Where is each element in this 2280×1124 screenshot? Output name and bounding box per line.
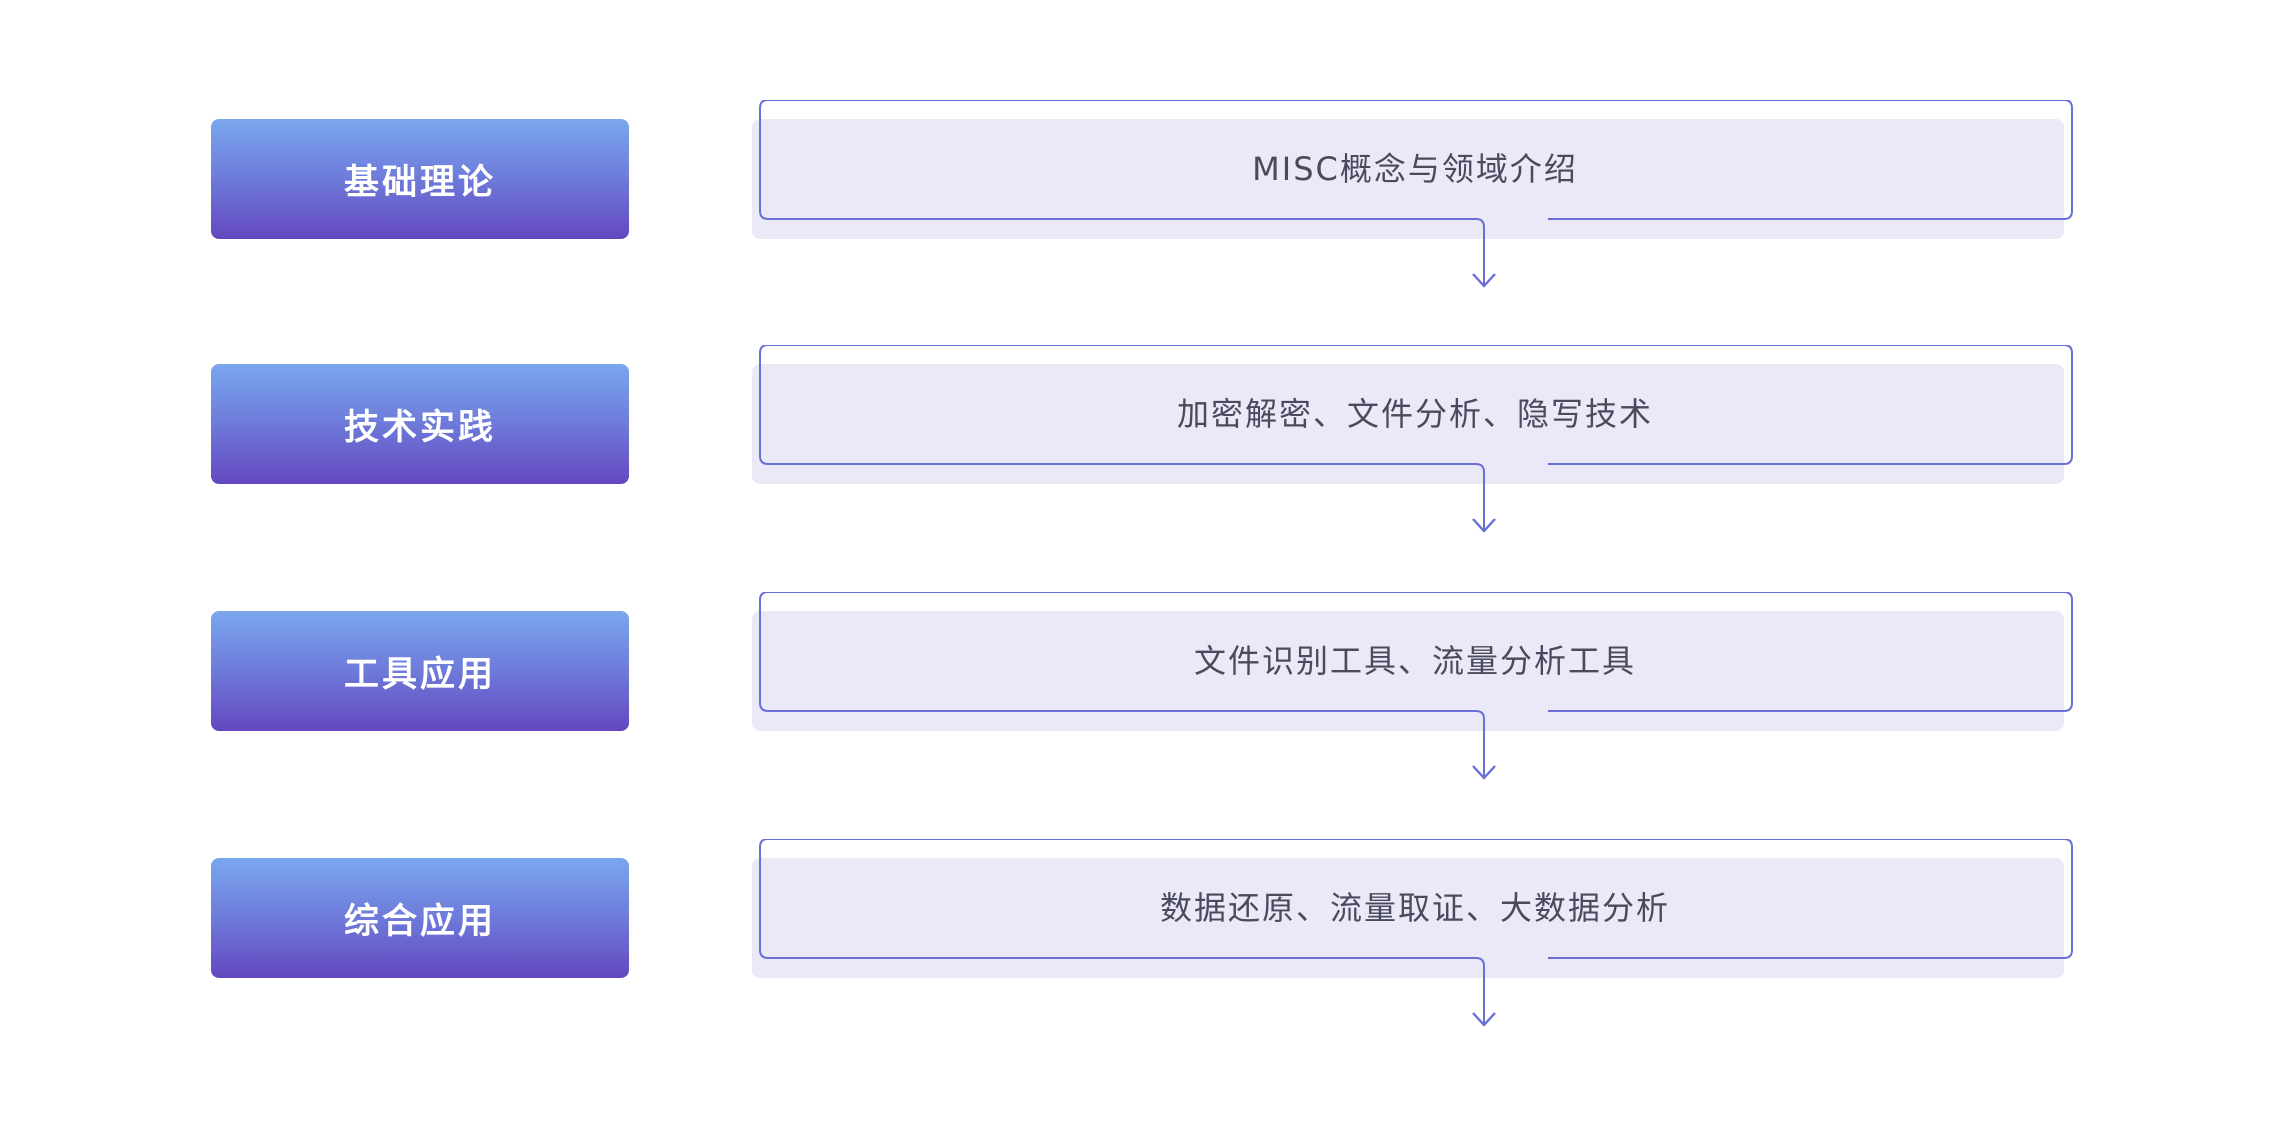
stage-row-3: 工具应用 文件识别工具、流量分析工具 — [0, 592, 2280, 792]
stage-label: 综合应用 — [211, 858, 629, 978]
stage-label: 技术实践 — [211, 364, 629, 484]
content-text: 数据还原、流量取证、大数据分析 — [1159, 889, 1670, 927]
stage-label: 工具应用 — [211, 611, 629, 731]
stage-label: 基础理论 — [211, 119, 629, 239]
stage-row-4: 综合应用 数据还原、流量取证、大数据分析 — [0, 839, 2280, 1039]
content-text: MISC概念与领域介绍 — [1252, 150, 1578, 188]
content-text: 文件识别工具、流量分析工具 — [1193, 642, 1636, 680]
stage-row-2: 技术实践 加密解密、文件分析、隐写技术 — [0, 345, 2280, 545]
stage-row-1: 基础理论 MISC概念与领域介绍 — [0, 100, 2280, 300]
content-text: 加密解密、文件分析、隐写技术 — [1176, 395, 1653, 433]
